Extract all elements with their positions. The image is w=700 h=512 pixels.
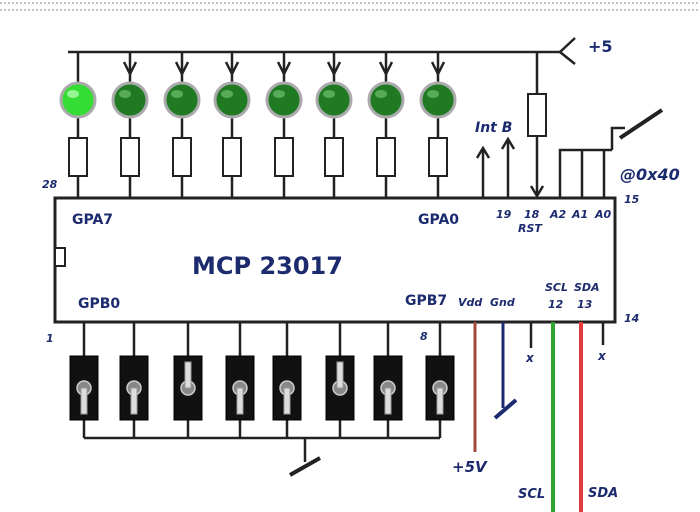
switch-lever [80,387,88,415]
led-indicator [367,81,405,119]
int-a-arrow [475,145,491,159]
led-indicator [213,81,251,119]
switch-lever [236,387,244,415]
led-anode-mark [326,61,342,77]
led-highlight [323,90,335,98]
pin18-label: 18 [524,208,540,221]
led-resistor [68,137,88,177]
led-highlight [273,90,285,98]
led-anode-mark [122,61,138,77]
pin8-label: 8 [420,330,428,343]
led-resistor [222,137,242,177]
pin19-label: 19 [496,208,512,221]
chip-name: MCP 23017 [192,252,343,280]
pin28-label: 28 [42,178,58,191]
led-highlight [221,90,233,98]
x1-label: x [525,351,535,365]
pin12-label: 12 [548,298,564,311]
led-indicator [419,81,457,119]
chip-notch [54,247,66,267]
gpa7-label: GPA7 [72,212,113,228]
int-b-label: Int B [475,120,512,136]
pin1-label: 1 [46,332,54,345]
led-highlight [427,90,439,98]
led-indicator [315,81,353,119]
x2-label: x [597,349,607,363]
vdd-label: Vdd [458,296,482,309]
supply-arrow [558,37,576,65]
pin14-label: 14 [624,312,639,325]
gnd-label: Gnd [490,296,515,309]
led-indicator [265,81,303,119]
gpb0-label: GPB0 [78,296,120,312]
scl-top-label: SCL [545,281,568,294]
address-ground-symbol [618,108,664,140]
scl-bottom-label: SCL [518,487,545,502]
address-label: @0x40 [620,165,680,184]
switch-ground-symbol [289,456,321,477]
led-indicator [111,81,149,119]
led-indicator [59,81,97,119]
int-b-arrow [500,136,516,150]
switch-lever [283,387,291,415]
led-resistor [274,137,294,177]
address-ground-wire [610,126,625,150]
pin15-label: 15 [624,193,640,206]
chip-body [53,196,617,324]
switch-lever [336,361,344,389]
a0-label: A0 [594,208,612,221]
led-anode-mark [378,61,394,77]
supply-top-label: +5 [588,37,613,56]
led-resistor [324,137,344,177]
gpa0-label: GPA0 [418,212,459,228]
led-highlight [375,90,387,98]
supply-bottom-label: +5V [452,458,488,476]
switch-row [69,322,455,438]
led-highlight [171,90,183,98]
led-resistor [376,137,396,177]
pin13-label: 13 [577,298,593,311]
rst-label: RST [518,222,543,235]
sda-top-label: SDA [574,281,600,294]
address-bus [558,148,612,198]
led-resistor [120,137,140,177]
gpb7-label: GPB7 [405,293,447,309]
led-anode-mark [174,61,190,77]
led-anode-mark [430,61,446,77]
rst-arrow [529,185,545,199]
led-anode-mark [276,61,292,77]
rst-resistor [527,93,547,137]
a2-label: A2 [549,208,567,221]
gnd-symbol [493,398,518,420]
switch-lever [384,387,392,415]
switch-lever [184,361,192,389]
led-anode-mark [224,61,240,77]
sda-bottom-label: SDA [588,486,618,501]
led-resistor [428,137,448,177]
led-indicator [163,81,201,119]
led-highlight [119,90,131,98]
led-highlight [67,90,79,98]
led-resistor [172,137,192,177]
led-row [59,52,457,198]
switch-lever [130,387,138,415]
switch-lever [436,387,444,415]
a1-label: A1 [571,208,588,221]
